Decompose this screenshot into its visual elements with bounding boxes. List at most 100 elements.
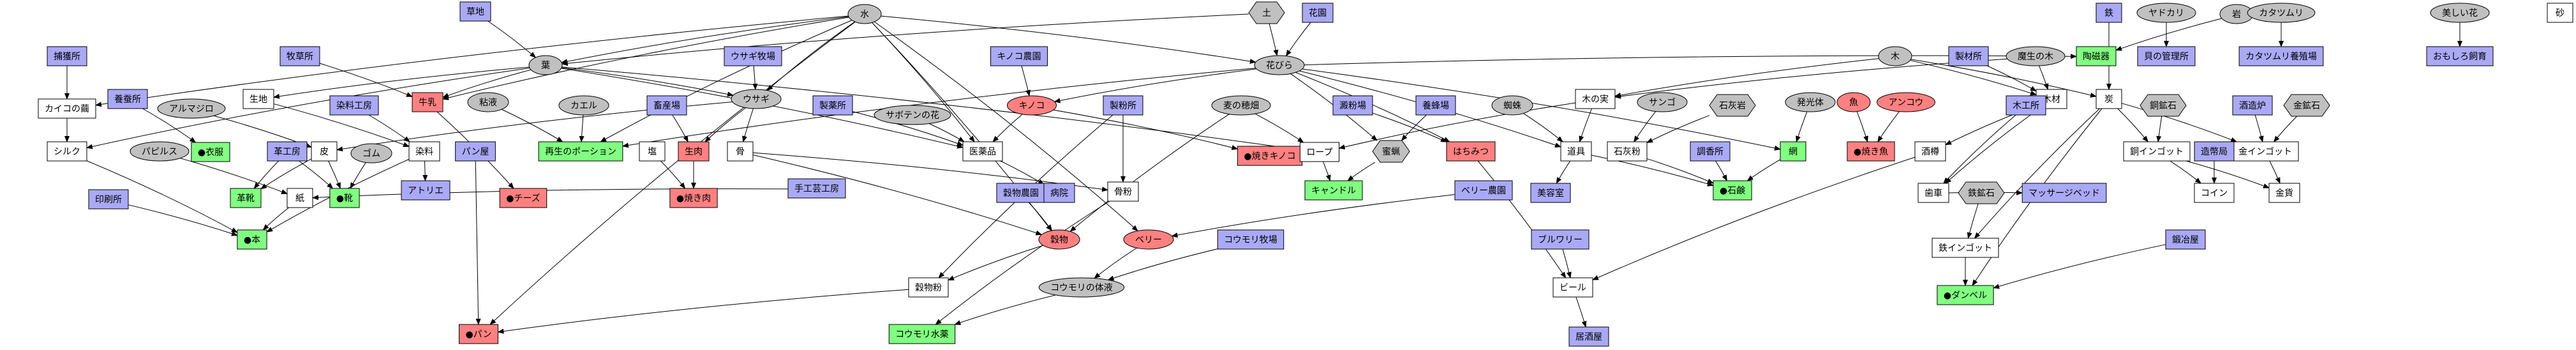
node-kinomi: 木の実 [1575,89,1616,109]
edge-tsuchi-to-hanabira [1269,23,1279,57]
node-namaniku: 生肉 [678,141,710,162]
edge-kakouba-to-kutsu [299,160,334,189]
node-kawagutsu-label: 革靴 [237,194,255,204]
edge-kokufun_ya-to-kokumotsu [1028,202,1053,231]
node-tetsu_ingot: 鉄インゴット [1932,238,1999,258]
node-sen-shape [2096,89,2122,109]
node-biru-label: ビール [1560,283,1586,293]
node-beri_noen: ベリー農園 [1454,180,1513,201]
node-chikuba-label: 畜産場 [653,101,680,111]
node-haisha: 歯車 [1917,183,1949,203]
edge-mizu-to-kusagi [766,21,855,91]
node-mokkousho: 木工所 [2006,95,2046,116]
node-tekougei: 手工芸工房 [787,178,846,199]
node-zeigen-label: 澱粉場 [1339,101,1366,111]
edge-seiyakusho-to-iyakuhin [852,111,964,146]
node-kinoko_noen: キノコ農園 [990,46,1048,66]
edge-ami-to-sekken [1746,159,1781,181]
node-atorie-shape [401,180,450,201]
node-yosanjo: 養蚕所 [107,89,148,109]
node-kawagutsu-shape [230,188,262,208]
node-senryo-label: 染料工房 [336,101,372,111]
node-hakucho: ●衣服 [191,142,230,162]
edge-hanabira-to-kinoko [1053,68,1257,103]
node-hone-shape [727,141,754,162]
node-kawagutsu: 革靴 [230,188,262,208]
node-bokusou: 牧草所 [279,46,320,66]
edge-kinomi-to-rope [1338,102,1576,149]
node-kinkoku-shape [2140,94,2187,117]
node-senryo-shape [329,95,379,116]
node-hakucho-shape [191,142,230,162]
node-ami-shape [1780,141,1806,162]
node-yakiniku-label: ●焼き肉 [676,194,711,204]
node-izakaya-label: 居酒屋 [1575,332,1602,342]
node-kin_ingot-shape [2231,141,2299,162]
edge-kokumotsu-to-kokufun [948,245,1043,281]
node-senryo_item: 染料 [408,141,440,162]
node-yaki_kinoko: ●焼きキノコ [1237,146,1303,166]
node-kakouba-label: 革工房 [274,147,301,157]
node-pabirusu-shape [130,141,190,162]
edge-koumori-to-koumori_tai [1107,248,1218,281]
node-kokufun_ya-shape [996,183,1046,203]
node-suna-shape [2547,3,2573,23]
node-rope: ロープ [1299,142,1340,162]
node-yadokari-shape [2136,3,2196,23]
node-byoin-shape [1043,183,1075,203]
node-hakkotai-shape [1785,92,1836,112]
edge-kumo-to-dougu [1523,113,1563,142]
node-iyakuhin-shape [962,141,1003,162]
edge-ki-to-mokuzai [1910,59,2037,96]
node-pan_ya-label: パン屋 [462,147,489,157]
edge-senryo-to-senryo_item [368,114,410,142]
edge-kome-to-gyunyu [442,69,532,98]
node-shio-label: 塩 [648,147,657,157]
edge-beri-to-koumori_tai [1094,247,1137,279]
node-rope-shape [1299,142,1340,162]
node-seiyakusho-label: 製薬所 [819,101,846,111]
edge-biru-to-izakaya [1575,296,1587,328]
node-seiyakusho-shape [812,95,853,116]
node-sango-shape [1637,92,1688,112]
edge-sakana-to-yaki_sakana [1856,111,1868,142]
edge-sen-to-dou_ingot [2117,108,2148,142]
node-biyoushitsu-label: 美容室 [1537,188,1564,199]
node-ami-label: 網 [1789,147,1798,157]
node-kousuisho-label: 調香所 [1697,147,1724,157]
node-kinkouseki-label: 金鉱石 [2293,100,2320,111]
node-byoin-label: 病院 [1050,188,1068,199]
edge-kinoko-to-iyakuhin [992,114,1023,142]
node-koin-shape [2194,183,2235,203]
edge-usagi-to-kusagi [752,65,758,91]
node-gyunyu-shape [412,92,443,112]
node-senryo: 染料工房 [329,95,379,116]
node-arumajiro-label: アルマジロ [169,104,214,114]
node-sango: サンゴ [1637,92,1688,112]
node-kokufun: 穀物粉 [908,277,949,298]
node-dou_ingot: 銅インゴット [2123,141,2191,162]
edge-mokuzaisho-to-mokuzai [1986,65,2037,92]
node-kajiya-shape [2165,229,2206,250]
node-tetsu-shape [2096,3,2122,23]
node-katatsumuri_ya: カタツムリ養殖場 [2238,46,2324,66]
node-kokumotsu-label: 穀物 [1050,235,1068,245]
node-bokusou-shape [279,46,320,66]
edge-zeigen-to-hachimitsu [1372,112,1447,142]
node-zoheikyoku-shape [2194,141,2235,162]
node-danberu-label: ●ダンベル [1944,291,1987,301]
edge-mitsuro-to-kyandoru [1347,162,1376,181]
node-koumori_tai-shape [1038,277,1125,298]
node-kokumotsu: 穀物 [1038,229,1080,250]
node-kaen-label: 花園 [1309,8,1327,19]
node-kajiya-label: 鍛冶屋 [2172,235,2199,245]
node-mizu-shape [847,4,882,24]
node-dougu: 道具 [1560,141,1592,162]
node-pabirusu-label: パピルス [142,147,177,157]
node-tetsu_ingot-shape [1932,238,1999,258]
edge-mokkousho-to-haisha [1943,114,2016,184]
edge-shuzo-to-kin_ingot [2254,114,2264,142]
node-buruwari-shape [1531,229,1590,250]
node-sabotenhana-label: サボテンの花 [886,110,939,121]
edge-mizu-to-pan [489,21,856,325]
